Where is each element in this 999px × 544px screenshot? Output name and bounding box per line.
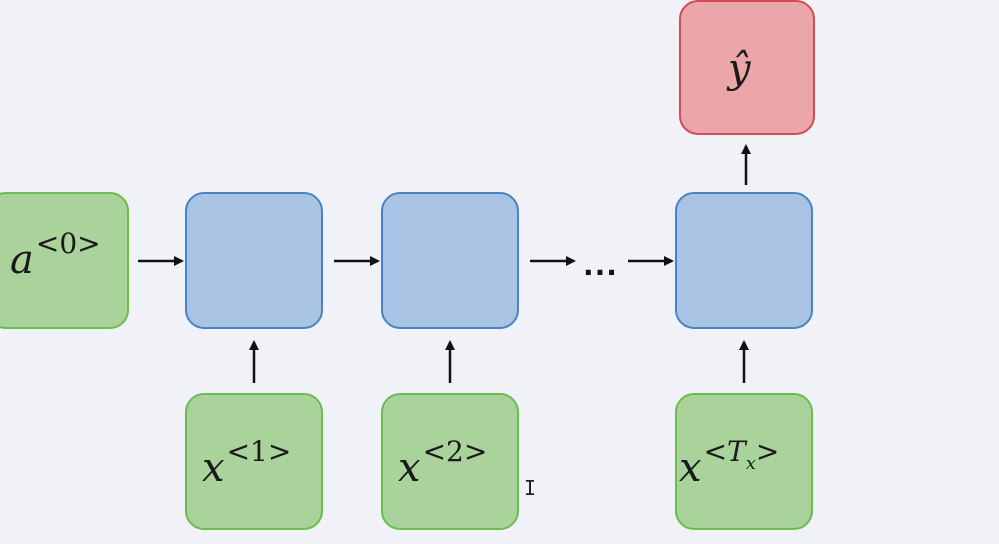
x1-superscript: <1> <box>226 435 292 468</box>
output-label: ŷ <box>728 46 751 92</box>
input-label-last: x<Tx> <box>679 438 779 491</box>
initial-activation-box <box>0 192 129 329</box>
ellipsis: ... <box>583 249 618 282</box>
initial-activation-label: a<0> <box>10 230 101 283</box>
xT-superscript: <Tx> <box>703 435 780 473</box>
input-box-last <box>675 393 813 530</box>
input-label-1: x<1> <box>202 438 291 491</box>
input-box-2 <box>381 393 519 530</box>
rnn-cell-2 <box>381 192 519 329</box>
xT-sup-subscript: x <box>745 453 756 474</box>
a0-superscript: <0> <box>35 227 101 260</box>
xT-sup-close: > <box>755 435 780 468</box>
input-label-2: x<2> <box>398 438 487 491</box>
input-box-1 <box>185 393 323 530</box>
rnn-cell-1 <box>185 192 323 329</box>
xT-sup-open: < <box>703 435 728 468</box>
text-cursor-icon: Ι <box>524 476 537 500</box>
x2-superscript: <2> <box>422 435 488 468</box>
a0-base: a <box>10 237 34 283</box>
xT-sup-var: T <box>727 435 746 468</box>
x1-base: x <box>202 445 225 491</box>
output-box <box>679 0 815 135</box>
rnn-cell-last <box>675 192 813 329</box>
x2-base: x <box>398 445 421 491</box>
xT-base: x <box>679 445 702 491</box>
